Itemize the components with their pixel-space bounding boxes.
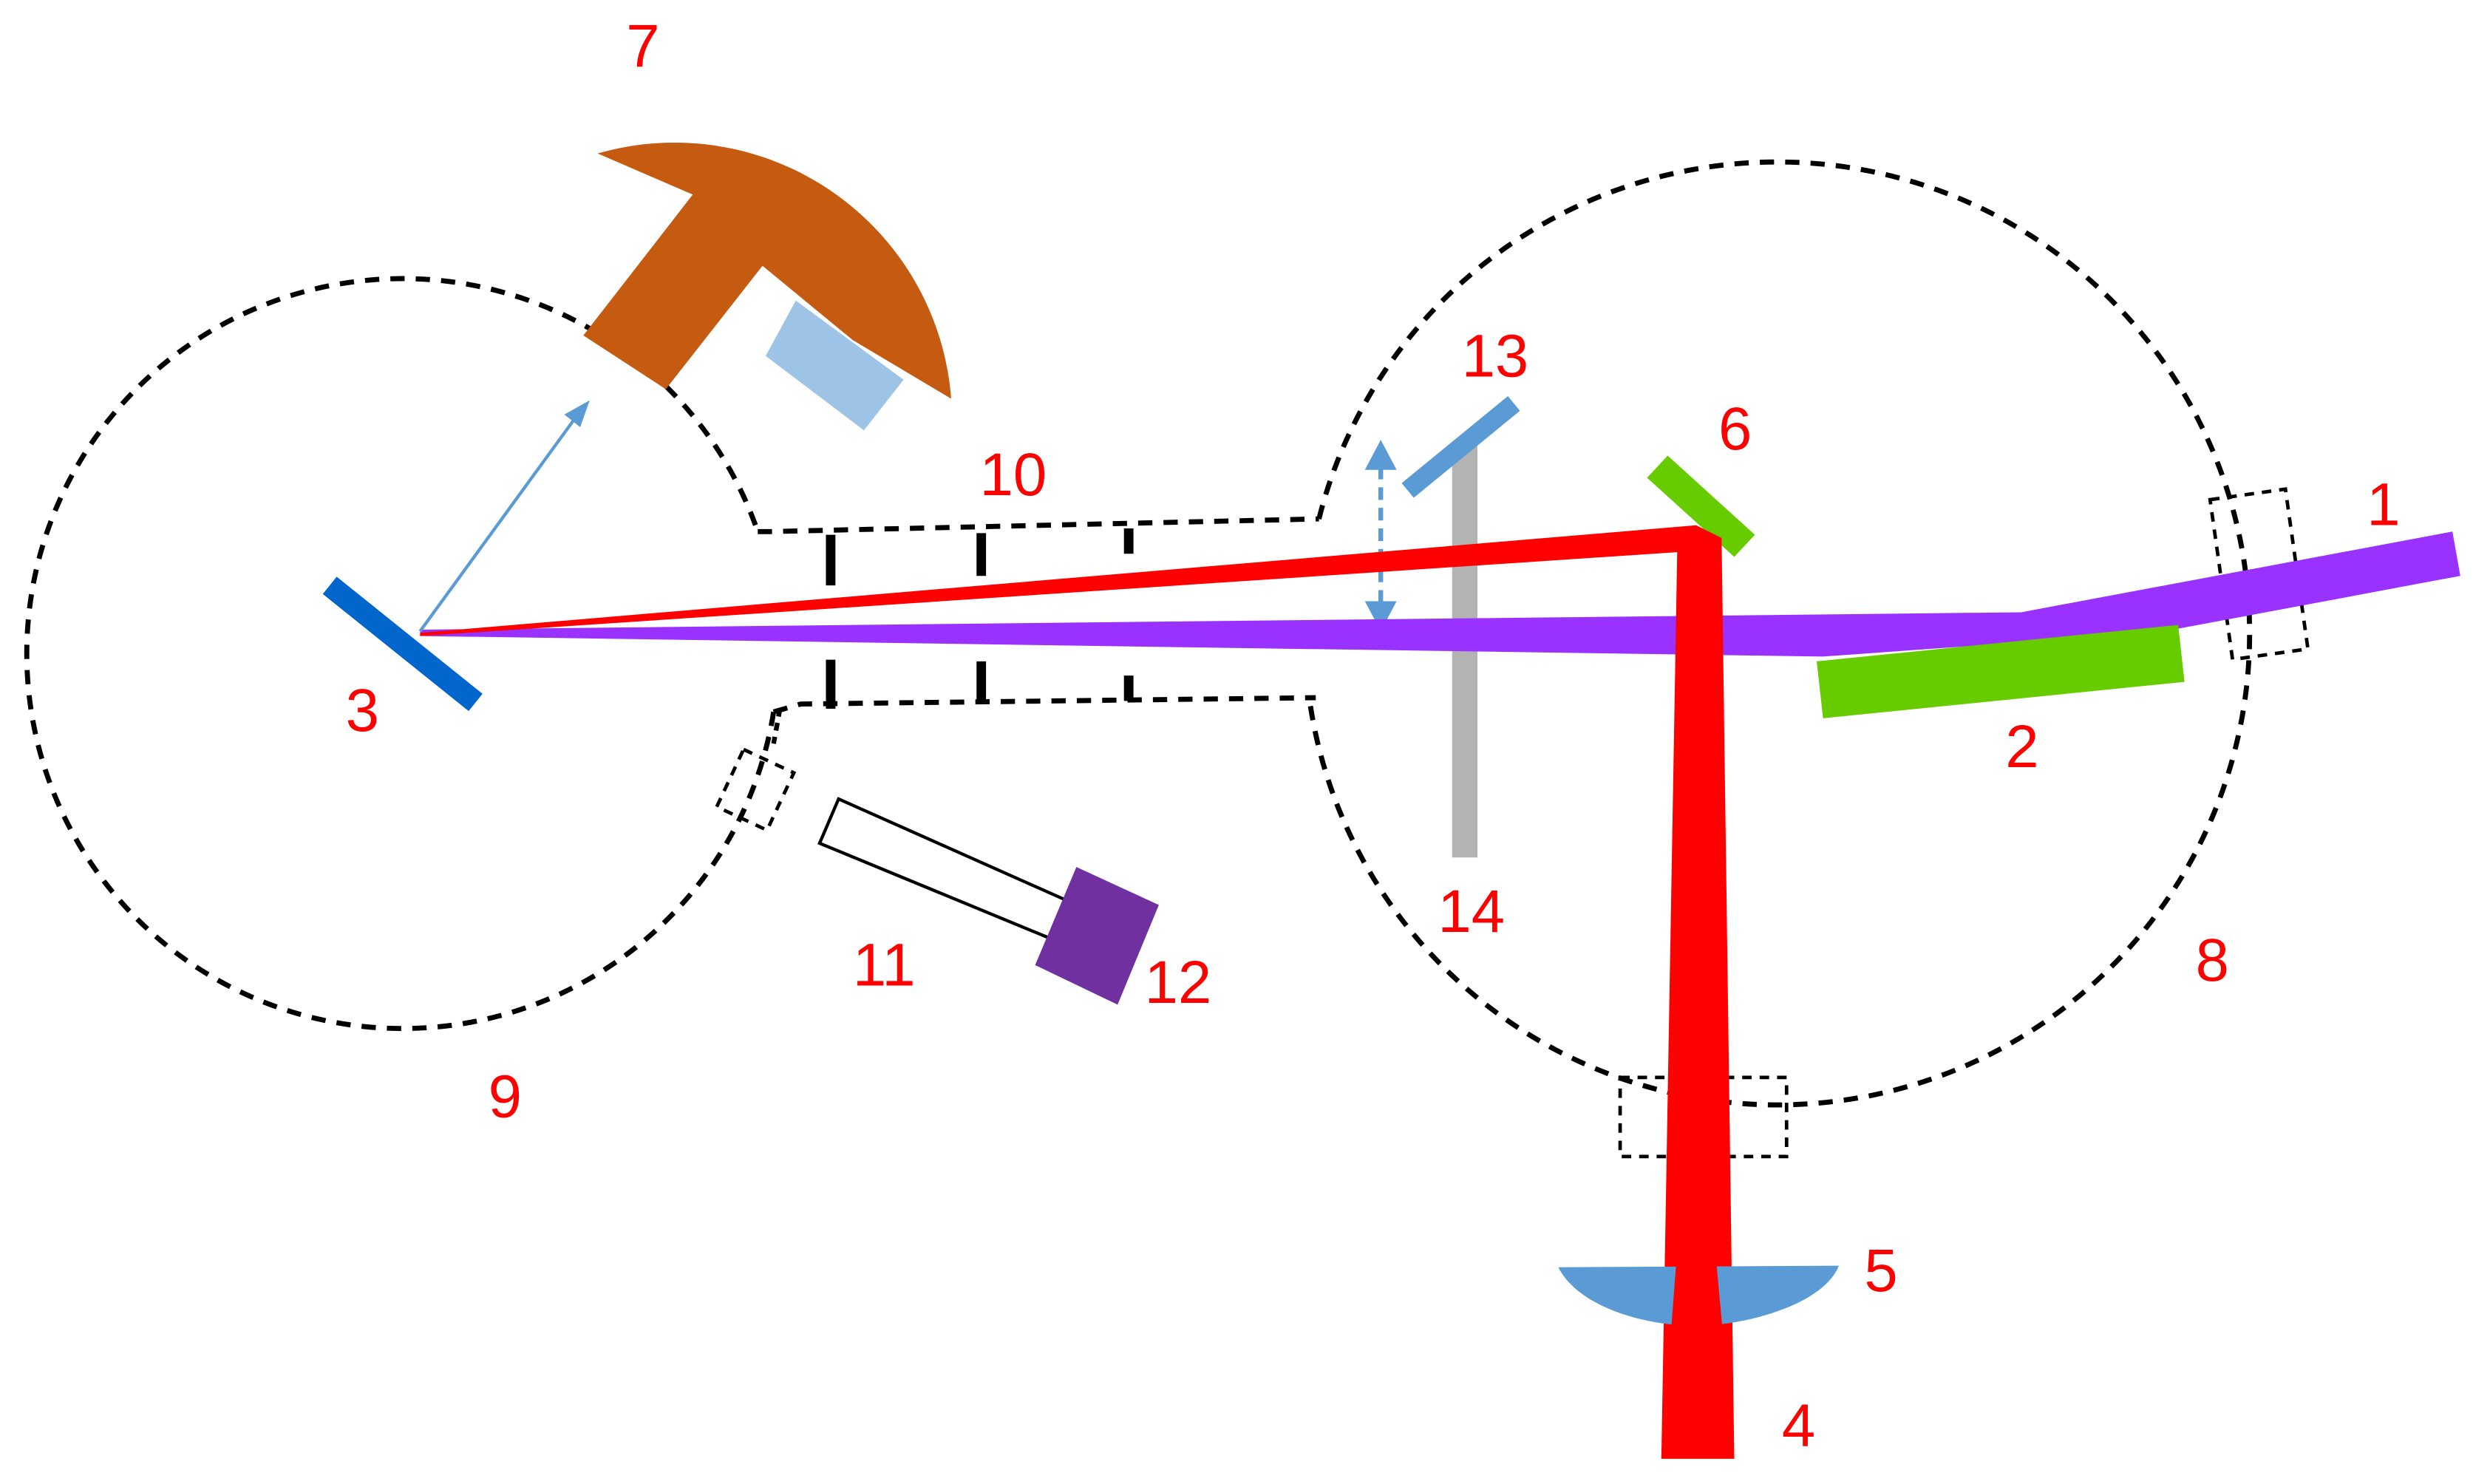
label-10: 10 <box>980 441 1047 508</box>
label-4: 4 <box>1782 1392 1815 1460</box>
label-5: 5 <box>1864 1237 1897 1304</box>
label-13: 13 <box>1462 323 1529 390</box>
detector-window <box>765 300 904 431</box>
label-9: 9 <box>489 1063 522 1130</box>
camera-body <box>1035 867 1159 1005</box>
red-laser-lower <box>1661 1250 1735 1459</box>
left-chamber-port <box>714 746 797 833</box>
tube-bottom-wall <box>772 695 1316 715</box>
labels: 1 2 3 4 5 6 7 8 9 10 11 12 13 14 <box>346 13 2401 1460</box>
camera-assembly <box>817 797 1159 1005</box>
mirror-13 <box>1401 395 1520 498</box>
label-2: 2 <box>2005 713 2038 780</box>
tube-top-wall <box>758 516 1319 534</box>
red-laser-path <box>420 525 1735 1459</box>
label-6: 6 <box>1718 395 1752 463</box>
emission-arrow <box>418 400 590 633</box>
label-1: 1 <box>2367 472 2400 539</box>
camera-lens-tube <box>817 797 1075 944</box>
detector-housing <box>583 142 951 399</box>
movement-arrow <box>1364 440 1397 632</box>
mount-post <box>1452 446 1478 858</box>
violet-beam <box>420 531 2460 657</box>
connection-tube <box>758 516 1319 744</box>
label-8: 8 <box>2196 927 2229 994</box>
label-7: 7 <box>626 13 659 80</box>
optic-6 <box>1647 455 1755 557</box>
detector-7 <box>583 142 951 431</box>
label-3: 3 <box>346 677 379 744</box>
label-14: 14 <box>1438 878 1505 945</box>
tube-tick <box>771 708 783 744</box>
target-3 <box>322 576 483 712</box>
label-12: 12 <box>1145 949 1212 1016</box>
optic-2 <box>1817 624 2185 718</box>
label-11: 11 <box>853 932 916 999</box>
